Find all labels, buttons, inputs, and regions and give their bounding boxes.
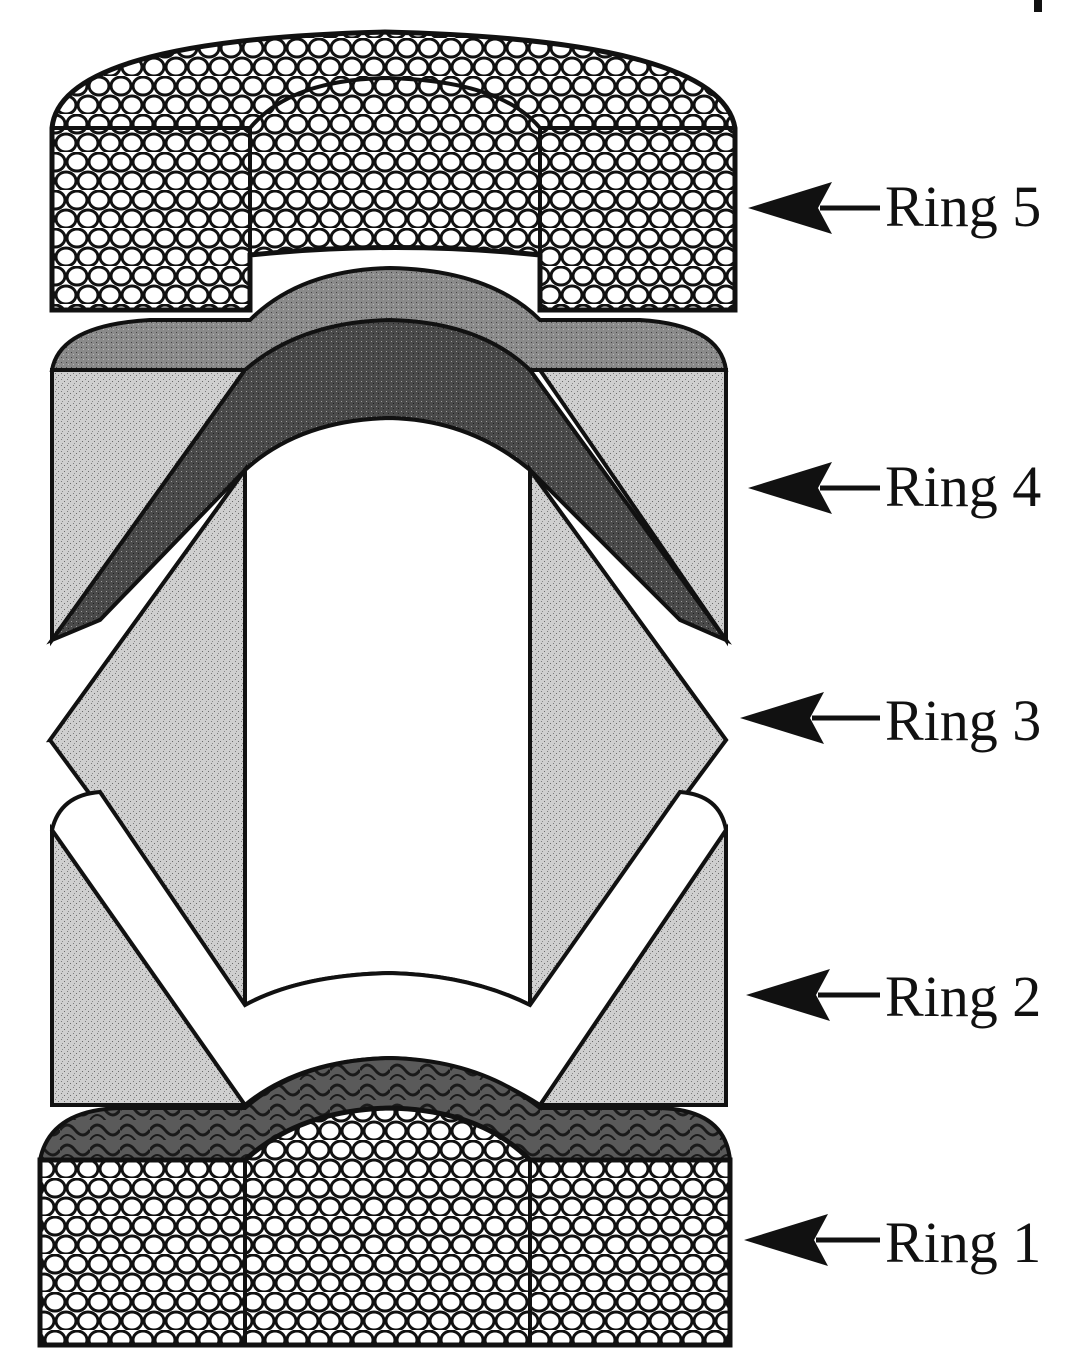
- ring-5-callout: Ring 5: [748, 174, 1041, 239]
- arrow-left-icon: [746, 969, 830, 1021]
- arrow-left-icon: [744, 1214, 828, 1266]
- ring-2-label: Ring 2: [885, 964, 1041, 1029]
- ring-2-callout: Ring 2: [746, 964, 1041, 1029]
- ring-3-callout: Ring 3: [740, 688, 1041, 753]
- ring-4-callout: Ring 4: [748, 454, 1041, 519]
- ring-5-label: Ring 5: [885, 174, 1041, 239]
- ring-4-label: Ring 4: [885, 454, 1041, 519]
- ring-1-callout: Ring 1: [744, 1210, 1041, 1275]
- arrow-left-icon: [740, 692, 824, 744]
- arrow-left-icon: [748, 462, 832, 514]
- ring-1-label: Ring 1: [885, 1210, 1041, 1275]
- arrow-left-icon: [748, 182, 832, 234]
- ring-3-label: Ring 3: [885, 688, 1041, 753]
- scan-mark: [1034, 0, 1042, 12]
